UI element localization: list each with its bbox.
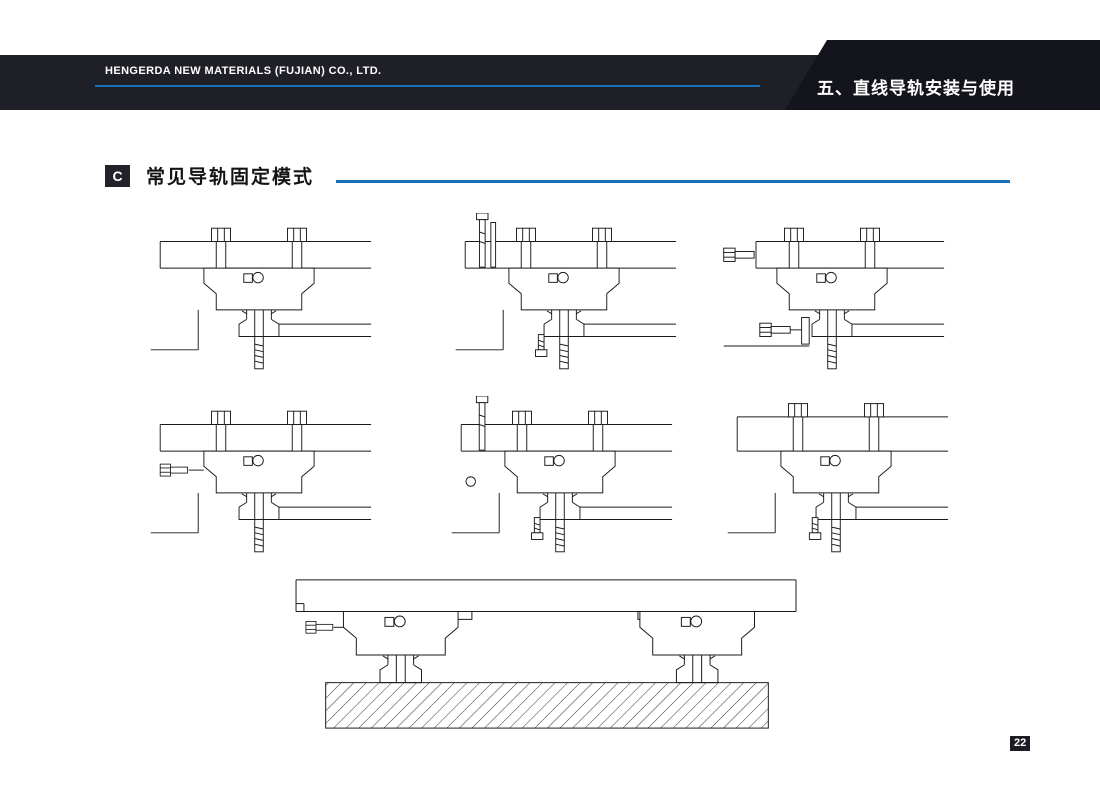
diagram-rail-fixing-1	[150, 227, 372, 370]
section-title: 常见导轨固定模式	[146, 167, 315, 188]
page-number: 22	[1010, 736, 1031, 751]
header-right-block	[785, 40, 1100, 110]
diagram-rail-fixing-6	[727, 403, 949, 553]
diagram-rail-fixing-3	[723, 227, 945, 370]
section-underline	[336, 180, 1010, 183]
diagram-rail-fixing-5	[451, 396, 673, 553]
diagram-rail-fixing-4	[150, 410, 372, 553]
section-marker: C	[105, 164, 130, 187]
header-accent-line	[95, 85, 760, 87]
company-name: HENGERDA NEW MATERIALS (FUJIAN) CO., LTD…	[105, 65, 382, 77]
section-heading-row: C 常见导轨固定模式	[105, 162, 1010, 189]
diagram-rail-assembly-base	[295, 579, 797, 729]
diagram-rail-fixing-2	[455, 213, 677, 370]
chapter-title: 五、直线导轨安装与使用	[817, 79, 1015, 98]
hatched-base	[325, 682, 769, 729]
